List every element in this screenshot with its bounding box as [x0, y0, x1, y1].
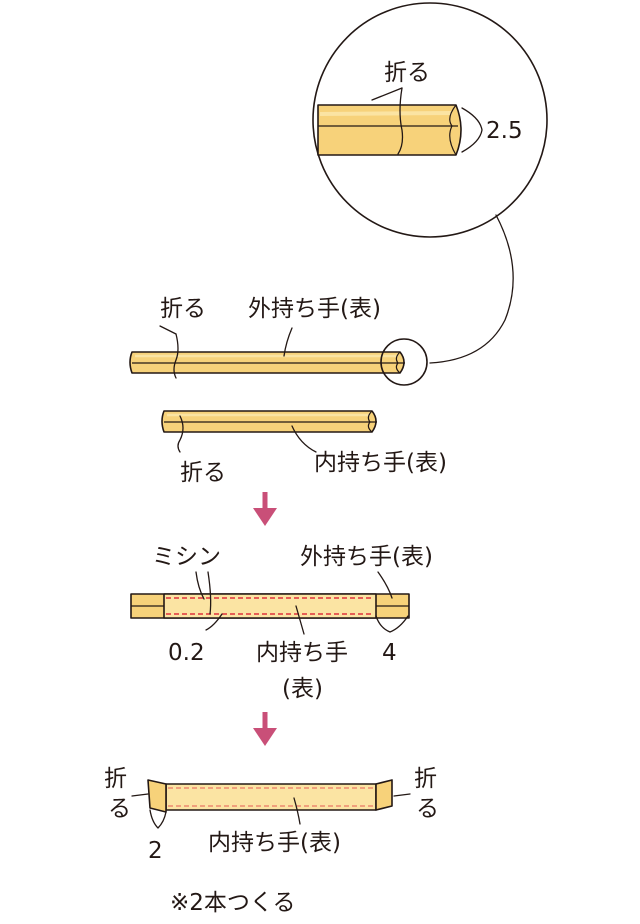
outer-fold-leader-tick [159, 325, 177, 335]
step3-group: 折 る 折 る 2 内持ち手(表) [104, 766, 439, 864]
sewing-leader-b [207, 571, 212, 615]
inner-handle-leader [291, 425, 317, 453]
inner-fold-label: 折る [180, 460, 226, 486]
step-arrow-1 [253, 492, 277, 526]
sewing-leader-a [195, 571, 205, 600]
right-fold-label-line1: 折 [414, 766, 437, 792]
right-fold-label-line2: る [416, 796, 439, 822]
margin-label: 0.2 [168, 640, 205, 666]
detail-callout-circle [380, 338, 428, 386]
width-label: 2.5 [486, 118, 523, 144]
left-fold-label-line1: 折 [104, 766, 127, 792]
outer-handle-end [395, 351, 401, 374]
left-fold-label-line2: る [108, 796, 131, 822]
step2-inner-handle-label-line2: (表) [282, 676, 323, 702]
outer-fold-label: 折る [160, 296, 206, 322]
step2-outer-handle-leader [377, 571, 393, 599]
step2-inner-handle-leader [295, 605, 305, 635]
fold-width-label: 2 [148, 838, 163, 864]
step2-outer-handle-label: 外持ち手(表) [300, 544, 433, 570]
fold-width-bracket [149, 809, 167, 829]
outer-handle-label: 外持ち手(表) [248, 296, 381, 322]
step1-group: 折る 外持ち手(表) 折る 内持ち手(表) [129, 296, 447, 486]
right-folded-end [375, 779, 393, 811]
step2-inner-handle-label-line1: 内持ち手 [256, 640, 348, 666]
footnote-make-two: ※2本つくる [170, 890, 295, 916]
step-arrow-2 [253, 712, 277, 746]
offset-bracket [375, 615, 409, 633]
width-bracket [461, 107, 483, 153]
outer-handle-leader [283, 327, 293, 357]
outer-fold-leader [173, 333, 179, 379]
step3-inner-handle-label: 内持ち手(表) [208, 830, 341, 856]
magnifier-connector [429, 214, 514, 364]
right-fold-leader [393, 793, 411, 797]
left-folded-end [147, 779, 167, 813]
detail-fold-label: 折る [384, 60, 430, 86]
step-arrow-1-head [253, 508, 277, 526]
inner-handle-end [367, 410, 373, 433]
margin-leader [205, 613, 223, 631]
step-arrow-2-head [253, 728, 277, 746]
step2-group: ミシン 外持ち手(表) 0.2 内持ち手 (表) 4 [130, 544, 433, 702]
step3-inner-handle-leader [293, 797, 301, 825]
inner-fold-leader [177, 415, 184, 453]
offset-label: 4 [382, 640, 397, 666]
detail-fold-leader-tick [371, 87, 403, 101]
sewing-label: ミシン [152, 544, 221, 570]
detail-strip-end [449, 104, 457, 156]
left-fold-leader [131, 793, 149, 797]
detail-fold-leader [397, 87, 404, 155]
inner-handle-label: 内持ち手(表) [314, 450, 447, 476]
detail-strip-highlight [319, 111, 453, 116]
detail-magnifier: 折る 2.5 [312, 2, 548, 238]
